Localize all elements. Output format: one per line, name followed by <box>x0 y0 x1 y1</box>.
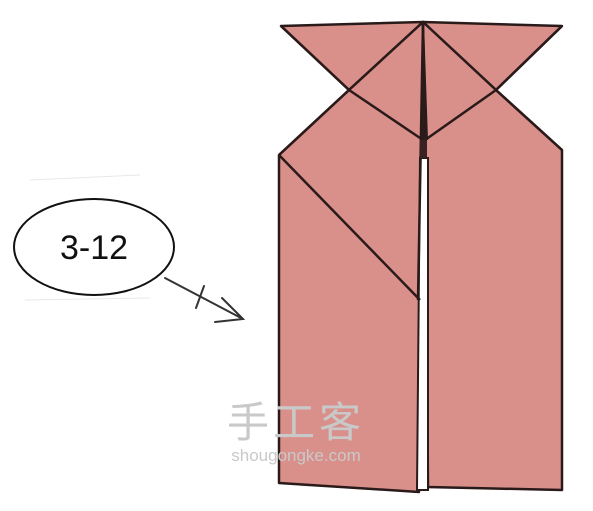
watermark: 手工客 shougongke.com <box>227 398 365 465</box>
arrow-tick-mark <box>195 285 205 309</box>
diagonal-crease <box>278 154 421 301</box>
arrow-shaft <box>164 277 244 320</box>
neck-notch <box>420 140 427 158</box>
arrow-head <box>214 297 246 323</box>
shoulder-right <box>495 89 563 151</box>
step-ellipse <box>13 198 175 296</box>
turn-over-arrow <box>164 277 246 323</box>
collar-fold-left <box>280 25 350 91</box>
shoulder-left <box>278 89 350 156</box>
step-label: 3-12 <box>60 229 128 267</box>
origami-model <box>277 20 564 494</box>
center-edge-right <box>422 21 428 141</box>
collar-fold-right <box>495 25 563 91</box>
center-edge-left <box>416 21 425 301</box>
watermark-brand-cn: 手工客 <box>227 398 365 447</box>
neck-crease-right <box>424 88 497 142</box>
step-callout: 3-12 <box>13 198 175 296</box>
neck-crease-left <box>348 88 424 142</box>
watermark-brand-url: shougongke.com <box>231 446 360 465</box>
